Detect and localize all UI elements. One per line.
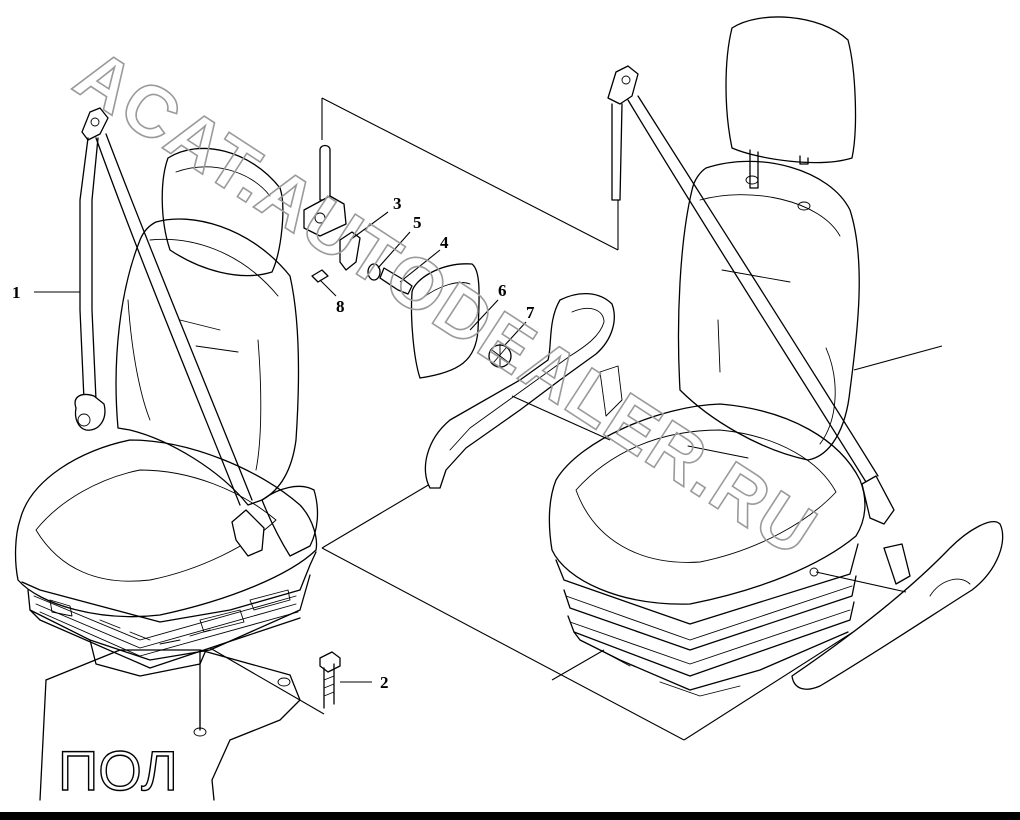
right-headrest xyxy=(725,16,857,164)
right-armrest-curve xyxy=(929,578,971,597)
right-backrest-bolster xyxy=(819,347,836,445)
left-floor-bolt-hole-2 xyxy=(277,677,291,687)
leader-7 xyxy=(503,321,527,347)
right-backrest-hole-2 xyxy=(797,201,811,211)
callout-6: 6 xyxy=(498,281,507,300)
part-6-bracket xyxy=(599,365,623,417)
left-side-trim xyxy=(261,485,319,557)
right-shoulder-strap xyxy=(627,95,879,483)
right-belt-latch xyxy=(883,543,911,585)
left-cushion-panel xyxy=(35,469,277,582)
right-cushion-seam xyxy=(687,445,749,459)
leader-bolt-floor xyxy=(209,647,325,715)
left-suspension-base xyxy=(21,551,317,677)
callout-7: 7 xyxy=(526,303,535,322)
watermark-text: ACAT.AUTODEALER.RU xyxy=(61,34,830,572)
leader-5 xyxy=(377,231,411,269)
callout-2: 2 xyxy=(380,673,389,692)
bracket-hole xyxy=(314,212,326,224)
right-suspension-base xyxy=(555,543,859,697)
part-6-inner-edge xyxy=(449,308,605,451)
left-belt-buckle xyxy=(231,509,265,557)
right-belt-upper-anchor xyxy=(607,65,639,105)
left-seat-cushion xyxy=(14,439,318,618)
right-headrest-posts xyxy=(749,149,809,189)
part-7-knob xyxy=(488,343,512,369)
right-backrest-hole-1 xyxy=(745,175,759,185)
part-6-armrest xyxy=(424,293,615,489)
callout-labels: 1 2 3 4 5 6 7 8 xyxy=(12,194,535,692)
left-belt-webbing xyxy=(79,137,99,401)
headrest-post xyxy=(319,144,331,201)
leader-armrest-mount xyxy=(511,395,611,441)
leader-3 xyxy=(349,211,389,241)
right-belt-anchor-hole xyxy=(621,75,631,85)
right-side-armrest xyxy=(791,521,1004,690)
callout-4: 4 xyxy=(440,233,449,252)
assembly-boundary-line xyxy=(321,97,945,741)
part-8-bushing xyxy=(311,269,329,283)
leader-lines xyxy=(34,211,943,730)
right-seat-cushion xyxy=(548,403,866,605)
callout-5: 5 xyxy=(413,213,422,232)
leader-4 xyxy=(399,249,441,283)
part-3-lever xyxy=(339,231,361,271)
right-backrest xyxy=(677,160,860,461)
left-headrest-seam xyxy=(175,166,271,197)
left-shoulder-strap xyxy=(95,133,253,506)
right-belt-webbing xyxy=(611,103,623,201)
leader-base xyxy=(551,649,605,681)
floor-marking: ПОЛ xyxy=(58,739,178,802)
left-headrest xyxy=(161,147,284,277)
left-backrest-seams xyxy=(149,238,279,353)
right-backrest-seams xyxy=(699,194,841,373)
left-retractor-bolt xyxy=(77,413,91,427)
leader-8 xyxy=(319,279,337,297)
right-belt-buckle xyxy=(861,475,895,525)
part-5-bolt xyxy=(379,267,413,295)
right-seat-assembly xyxy=(548,16,1004,697)
left-backrest xyxy=(115,218,300,506)
left-belt-anchor-hole xyxy=(90,117,100,127)
callout-8: 8 xyxy=(336,297,345,316)
bottom-border xyxy=(0,812,1020,820)
leader-knob xyxy=(815,571,907,593)
left-floor-plate: ПОЛ xyxy=(39,649,301,803)
left-belt-retractor xyxy=(74,393,106,431)
left-backrest-bolsters xyxy=(127,299,262,471)
part-2-bolt xyxy=(319,651,341,709)
callout-3: 3 xyxy=(393,194,402,213)
part-4-cover-edge xyxy=(419,282,471,301)
right-cushion-panel xyxy=(575,429,837,563)
exploded-parts xyxy=(303,97,945,741)
leader-6 xyxy=(469,299,499,331)
part-5-washer xyxy=(367,263,381,281)
callout-1: 1 xyxy=(12,283,21,302)
part-4-cover xyxy=(410,263,480,379)
leader-backrest xyxy=(853,345,943,371)
